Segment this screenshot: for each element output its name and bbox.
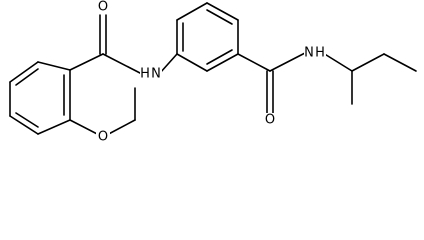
- ring-center-bond-3: [206, 2, 239, 21]
- right-amide-c-n-bond: [269, 52, 306, 72]
- ring-center-bond-5-inner: [206, 49, 233, 65]
- ring-center-bond-3-inner: [206, 9, 233, 25]
- carbonyl-oxygen-left: O: [98, 0, 108, 15]
- ring-center-bond-2: [176, 2, 208, 21]
- chemical-structure-diagram: O H N O O N H: [9, 0, 417, 145]
- bond-layer: [9, 2, 417, 138]
- amide-hydrogen-right: H: [315, 46, 325, 61]
- amide-nh-left-bg: [140, 67, 162, 81]
- butyl-n-ch-bond: [322, 52, 353, 72]
- amide-nitrogen-right: N: [304, 46, 314, 61]
- left-amide-c-n-bond: [102, 53, 141, 74]
- ring-left-bond-4: [9, 115, 39, 135]
- carbonyl-oxygen-right: O: [265, 113, 275, 128]
- right-carbonyl-ring-bond: [237, 53, 271, 72]
- left-carbonyl-ring-bond: [69, 53, 104, 71]
- ring-left-bond-4-inner: [15, 112, 39, 128]
- butyl-ch-ch2-bond: [351, 53, 385, 72]
- left-amide-n-ring-bond: [159, 53, 178, 74]
- ring-left-bond-5: [37, 119, 71, 135]
- carbonyl-oxygen-left-bg: [96, 0, 110, 14]
- ring-left-bond-2: [9, 61, 39, 83]
- atom-label-layer: O H N O O N H: [96, 0, 326, 145]
- ring-left-bond-1: [37, 61, 71, 71]
- ring-center-bond-6: [176, 53, 208, 72]
- ring-center-bond-5: [206, 53, 239, 72]
- ether-oxygen: O: [98, 130, 108, 145]
- amide-nh-right-bg: [304, 46, 326, 60]
- amide-nitrogen-left: N: [151, 67, 161, 82]
- ether-oxygen-bg: [96, 130, 110, 144]
- amide-hydrogen-left: H: [140, 67, 150, 82]
- butyl-ch2-ch3-bond: [383, 53, 417, 72]
- carbonyl-oxygen-right-bg: [263, 113, 277, 127]
- ring-left-bond-2-inner: [15, 68, 39, 86]
